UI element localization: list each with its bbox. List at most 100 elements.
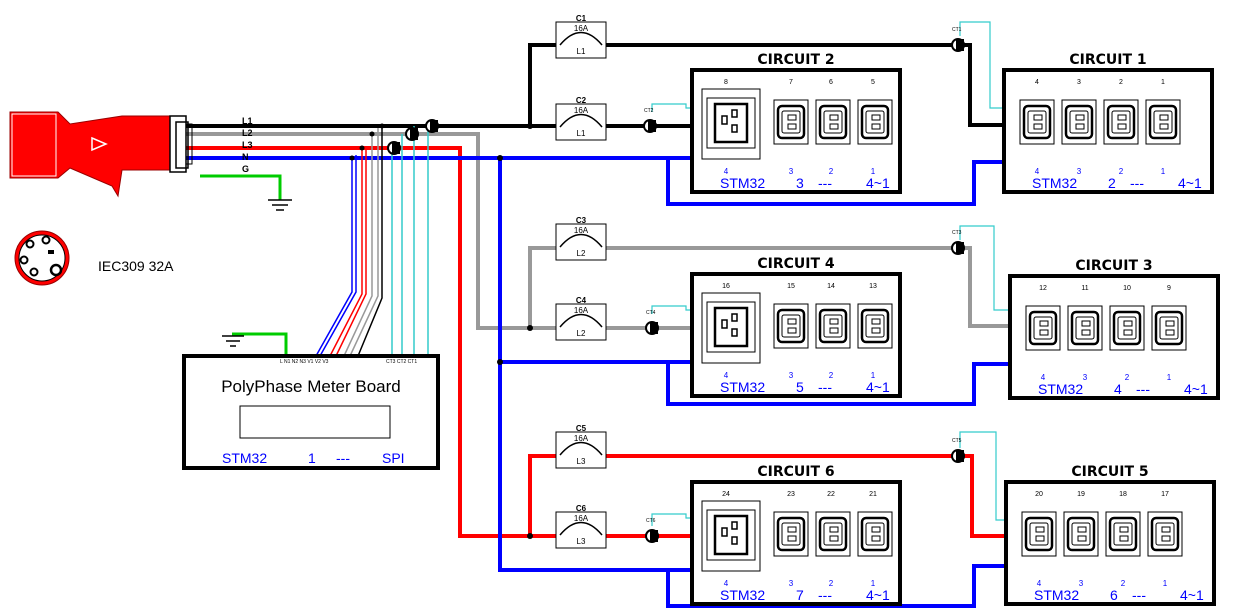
- circuit-stm: STM32: [720, 587, 765, 603]
- c19-outlet-icon: [705, 300, 757, 354]
- plug-label-g: G: [242, 164, 249, 174]
- outlet-number: 24: [722, 491, 730, 498]
- outlet-number: 22: [827, 491, 835, 498]
- circuit-range: 4~1: [866, 379, 890, 395]
- breaker-name: C4: [576, 296, 587, 305]
- breaker-name: C1: [576, 14, 587, 23]
- circuit-title: CIRCUIT 1: [1069, 52, 1146, 68]
- ct-label: CT5: [952, 438, 962, 444]
- circuit-unit: 4: [1114, 381, 1122, 397]
- breakers: C116AL1C216AL1C316AL2C416AL2C516AL3C616A…: [555, 14, 607, 549]
- circuit-unit: 6: [1110, 587, 1118, 603]
- ct-sensor-icon: [643, 119, 657, 133]
- breaker-name: C3: [576, 216, 587, 225]
- meter-ct-icon: [425, 119, 439, 133]
- socket-number: 4: [724, 167, 729, 176]
- c13-outlet-icon: [814, 98, 852, 146]
- c13-outlet-icon: [856, 302, 894, 350]
- outlet-number: 10: [1123, 285, 1131, 292]
- l2-wiring: [185, 132, 1012, 330]
- c13-outlet-icon: [856, 98, 894, 146]
- socket-number: 3: [789, 371, 794, 380]
- breaker-contact: [559, 31, 603, 46]
- meter-title: PolyPhase Meter Board: [221, 377, 401, 396]
- socket-number: 1: [871, 579, 876, 588]
- iec309-plug: [9, 111, 193, 198]
- ct-sensor-icon: [951, 38, 965, 52]
- breaker-contact: [559, 313, 603, 328]
- neutral-wiring: [185, 156, 1012, 608]
- circuit-title: CIRCUIT 5: [1071, 464, 1148, 480]
- socket-number: 3: [789, 167, 794, 176]
- c19-frame: [701, 500, 761, 572]
- circuit-range: 4~1: [1180, 587, 1204, 603]
- socket-number: 2: [1125, 373, 1130, 382]
- socket-number: 2: [829, 579, 834, 588]
- socket-number: 2: [1121, 579, 1126, 588]
- plug-label-l2: L2: [242, 128, 253, 138]
- breaker-contact: [559, 113, 603, 128]
- breaker-name: C5: [576, 424, 587, 433]
- circuit-stm: STM32: [1038, 381, 1083, 397]
- c13-outlet-icon: [1102, 98, 1140, 146]
- meter-sep: ---: [336, 450, 350, 466]
- ct-sensor-icon: [951, 449, 965, 463]
- circuit-title: CIRCUIT 2: [757, 52, 834, 68]
- socket-number: 4: [1041, 373, 1046, 382]
- circuit-sep: ---: [818, 587, 832, 603]
- socket-number: 4: [1037, 579, 1042, 588]
- outlet-number: 20: [1035, 491, 1043, 498]
- circuit-sep: ---: [1136, 381, 1150, 397]
- c13-outlet-icon: [814, 510, 852, 558]
- meter-unit: 1: [308, 450, 316, 466]
- circuit-title: CIRCUIT 6: [757, 464, 834, 480]
- c13-outlet-icon: [1062, 510, 1100, 558]
- outlet-number: 4: [1035, 79, 1039, 86]
- ground-icon: [222, 199, 292, 347]
- meter-ct-icon: [387, 141, 401, 155]
- outlet-number: 1: [1161, 79, 1165, 86]
- socket-number: 1: [1161, 167, 1166, 176]
- circuit-sep: ---: [818, 379, 832, 395]
- breaker-line: L1: [577, 129, 586, 138]
- c13-outlet-icon: [1018, 98, 1056, 146]
- ct-sensor-icon: [951, 241, 965, 255]
- breaker-rating: 16A: [574, 226, 589, 235]
- outlet-number: 8: [724, 79, 728, 86]
- circuit-title: CIRCUIT 3: [1075, 258, 1152, 274]
- ground-wiring: [200, 174, 288, 355]
- circuit-title: CIRCUIT 4: [757, 256, 835, 272]
- meter-sense-wires: [315, 126, 429, 357]
- breaker-name: C6: [576, 504, 587, 513]
- circuit-sep: ---: [818, 175, 832, 191]
- circuit-sep: ---: [1130, 175, 1144, 191]
- meter-bus: SPI: [382, 450, 405, 466]
- circuit-unit: 3: [796, 175, 804, 191]
- breaker-rating: 16A: [574, 306, 589, 315]
- outlet-number: 18: [1119, 491, 1127, 498]
- c13-outlet-icon: [1146, 510, 1184, 558]
- breaker-rating: 16A: [574, 434, 589, 443]
- meter-ct-icon: [405, 127, 419, 141]
- outlet-number: 2: [1119, 79, 1123, 86]
- meter-terminal-labels: L N1 N2 N3 V1 V2 V3: [280, 359, 329, 365]
- circuit-sep: ---: [1132, 587, 1146, 603]
- circuit-unit: 5: [796, 379, 804, 395]
- outlet-number: 9: [1167, 285, 1171, 292]
- outlet-number: 6: [829, 79, 833, 86]
- socket-number: 2: [829, 167, 834, 176]
- socket-number: 3: [789, 579, 794, 588]
- socket-number: 3: [1077, 167, 1082, 176]
- socket-number: 2: [1119, 167, 1124, 176]
- ct-label: CT1: [952, 27, 962, 33]
- c13-outlet-icon: [1108, 304, 1146, 352]
- l3-wiring: [185, 146, 1008, 538]
- breaker-name: C2: [576, 96, 587, 105]
